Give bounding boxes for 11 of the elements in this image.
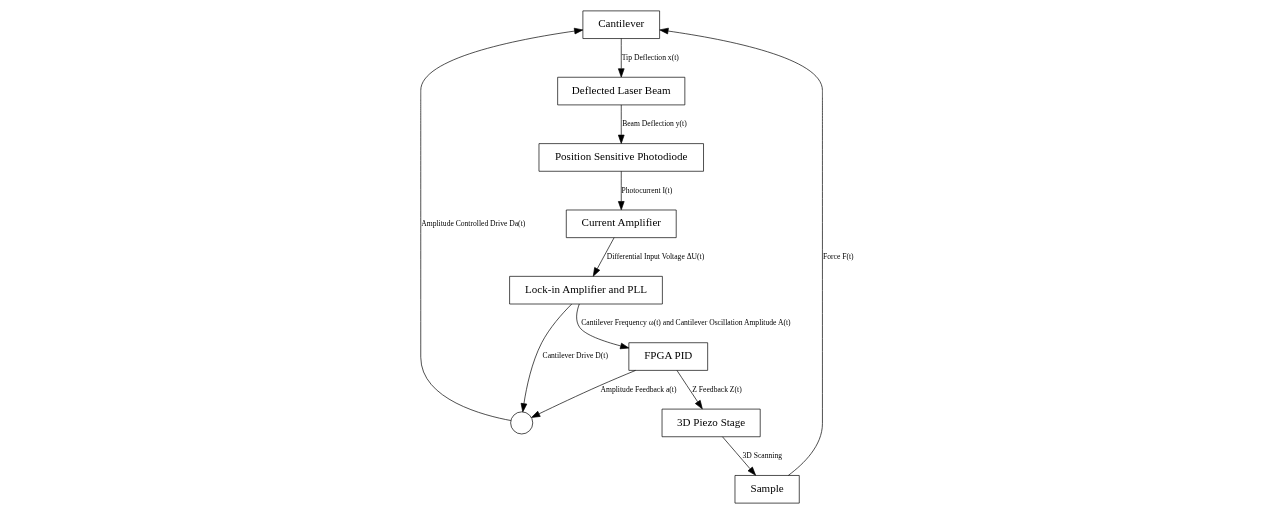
edge-label: Cantilever Frequency ω(t) and Cantilever Oscillation Amplitude A(t) [581, 318, 791, 328]
edge-label: Amplitude Feedback a(t) [600, 384, 677, 394]
edge-label: 3D Scanning [742, 451, 783, 461]
edge-label: Force F(t) [823, 251, 854, 261]
edge-label: Z Feedback Z(t) [692, 384, 742, 394]
edge-label: Cantilever Drive D(t) [542, 351, 608, 361]
edge-label: Tip Deflection x(t) [621, 52, 679, 62]
edge-label: Beam Deflection y(t) [622, 119, 687, 129]
edge-label: Amplitude Controlled Drive Da(t) [421, 218, 526, 228]
edge-label: Photocurrent I(t) [621, 185, 673, 195]
edge-label: Differential Input Voltage ΔU(t) [606, 251, 705, 261]
